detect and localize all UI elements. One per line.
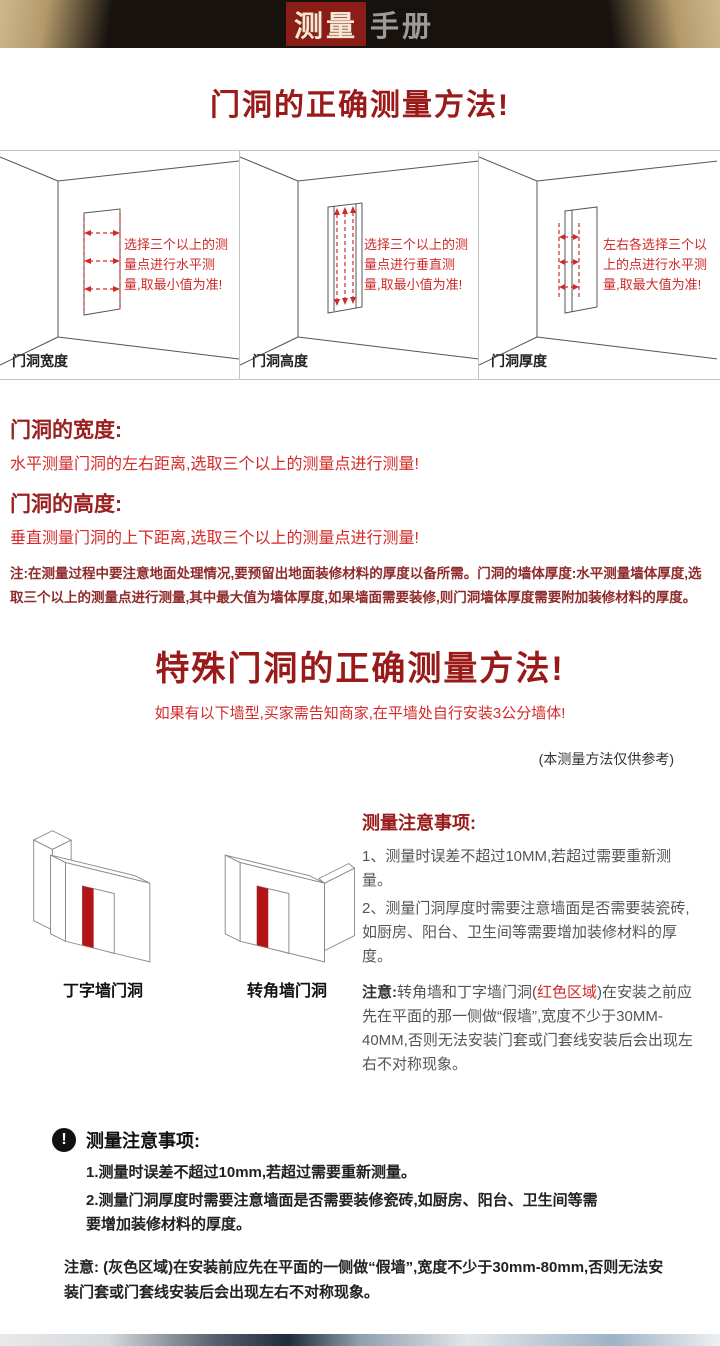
notice-warning: 注意:转角墙和丁字墙门洞(红色区域)在安装之前应先在平面的那一侧做“假墙”,宽度… [362, 981, 700, 1077]
panel-label-height: 门洞高度 [252, 353, 308, 369]
section1-heading: 门洞的正确测量方法! [210, 89, 510, 122]
page-header: 测量 手册 [0, 0, 720, 48]
t-wall-diagram [32, 829, 151, 963]
panel-label-width: 门洞宽度 [12, 353, 68, 369]
panel-door-thickness: 左右各选择三个以上的点进行水平测量,取最大值为准! 门洞厚度 [478, 151, 717, 379]
door-height-title: 门洞的高度: [10, 493, 122, 516]
bottom-warning: 注意: (灰色区域)在安装前应先在平面的一侧做“假墙”,宽度不少于30mm-80… [64, 1255, 664, 1306]
page-title: 测量 手册 [0, 0, 720, 48]
header-right-decoration [570, 0, 720, 48]
bottom-notice-item-2: 2.测量门洞厚度时需要注意墙面是否需要装修瓷砖,如厨房、阳台、卫生间等需要增加装… [86, 1191, 598, 1233]
bottom-notice-item-1: 1.测量时误差不超过10mm,若超过需要重新测量。 [86, 1163, 417, 1181]
page-title-rest: 手册 [370, 11, 435, 43]
next-section-preview [0, 1333, 720, 1346]
page-title-highlight: 测量 [285, 2, 366, 46]
panel-label-thickness: 门洞厚度 [491, 353, 547, 369]
corner-wall-figure: 转角墙门洞 [212, 797, 362, 1081]
thickness-note: 注:在测量过程中要注意地面处理情况,要预留出地面装修材料的厚度以备所需。门洞的墙… [10, 566, 702, 606]
bottom-notice-title: 测量注意事项: [86, 1130, 200, 1151]
measurement-notice: 测量注意事项: 1、测量时误差不超过10MM,若超过需要重新测量。 2、测量门洞… [358, 797, 706, 1081]
door-height-description: 垂直测量门洞的上下距离,选取三个以上的测量点进行测量! [10, 530, 419, 547]
special-walls-section: 丁字墙门洞 转角墙门洞 测量注意事项: 1、测量时误差不超过1 [0, 769, 720, 1081]
notice-item-2: 2、测量门洞厚度时需要注意墙面是否需要装瓷砖,如厨房、阳台、卫生间等需要增加装修… [362, 899, 690, 965]
t-wall-label: 丁字墙门洞 [62, 982, 143, 1000]
bottom-warning-text: (灰色区域)在安装前应先在平面的一侧做“假墙”,宽度不少于30mm-80mm,否… [64, 1258, 664, 1302]
corner-wall-label: 转角墙门洞 [246, 982, 327, 1000]
panel-door-height: 选择三个以上的测量点进行垂直测量,取最小值为准! 门洞高度 [239, 151, 478, 379]
bottom-notes-section: ! 测量注意事项: 1.测量时误差不超过10mm,若超过需要重新测量。 2.测量… [52, 1127, 720, 1306]
door-thickness-diagram [479, 156, 717, 366]
warning-suffix: )在安装之前应先在平面的那一侧做“假墙”,宽度不少于30MM-40MM,否则无法… [362, 983, 693, 1073]
panel-annotation-height: 选择三个以上的测量点进行垂直测量,取最小值为准! [364, 237, 469, 293]
section2-subheading: 如果有以下墙型,买家需告知商家,在平墙处自行安装3公分墙体! [154, 704, 566, 722]
warning-red-zone-text: 红色区域 [537, 983, 598, 1001]
fake-wall-red-zone [257, 885, 269, 948]
wall-figures: 丁字墙门洞 转角墙门洞 [28, 797, 358, 1081]
reference-note: (本测量方法仅供参考) [538, 750, 674, 767]
corner-wall-diagram [224, 853, 356, 963]
panel-annotation-thickness: 左右各选择三个以上的点进行水平测量,取最大值为准! [603, 237, 708, 293]
measurement-descriptions: 门洞的宽度: 水平测量门洞的左右距离,选取三个以上的测量点进行测量! 门洞的高度… [0, 380, 720, 611]
door-width-description: 水平测量门洞的左右距离,选取三个以上的测量点进行测量! [10, 456, 419, 473]
panel-door-width: 选择三个以上的测量点进行水平测量,取最小值为准! 门洞宽度 [0, 151, 239, 379]
section2-heading: 特殊门洞的正确测量方法! [155, 649, 565, 688]
fake-wall-red-zone [82, 885, 94, 948]
panel-annotation-width: 选择三个以上的测量点进行水平测量,取最小值为准! [124, 237, 229, 293]
warning-prefix: 转角墙和丁字墙门洞( [397, 983, 537, 1001]
bottom-notes-header: ! 测量注意事项: [52, 1127, 720, 1153]
door-height-diagram [240, 156, 478, 366]
notice-title: 测量注意事项: [362, 812, 476, 833]
notice-item-1: 1、测量时误差不超过10MM,若超过需要重新测量。 [362, 847, 672, 889]
warning-label: 注意: [362, 983, 397, 1001]
door-width-diagram [0, 156, 239, 366]
measurement-panels: 选择三个以上的测量点进行水平测量,取最小值为准! 门洞宽度 [0, 150, 720, 380]
bottom-warning-label: 注意: [64, 1258, 99, 1276]
header-left-decoration [0, 0, 150, 48]
door-width-title: 门洞的宽度: [10, 419, 122, 442]
t-wall-figure: 丁字墙门洞 [28, 797, 178, 1081]
exclamation-icon: ! [52, 1127, 76, 1152]
